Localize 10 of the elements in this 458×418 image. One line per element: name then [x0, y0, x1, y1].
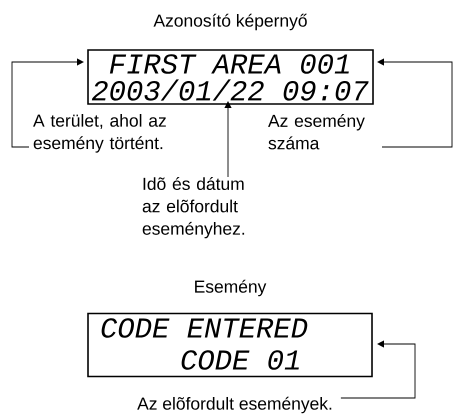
display-text: CODE ENTERED — [102, 318, 308, 338]
display-text: 2003/01/22 09:07 — [92, 79, 369, 101]
callout-text: A terület, ahol az esemény történt. — [33, 114, 166, 153]
display-heading: Esemény — [195, 280, 266, 296]
display-text: FIRST AREA 001 — [110, 54, 349, 74]
callout-text: Az elõfordult események. — [137, 396, 332, 414]
display-heading: Azonosító képernyő — [153, 14, 307, 30]
callout-text: Az esemény száma — [268, 114, 365, 150]
display-text: CODE 01 — [182, 350, 299, 370]
callout-text: Idõ és dátum az elõfordult eseményhez. — [142, 177, 244, 238]
